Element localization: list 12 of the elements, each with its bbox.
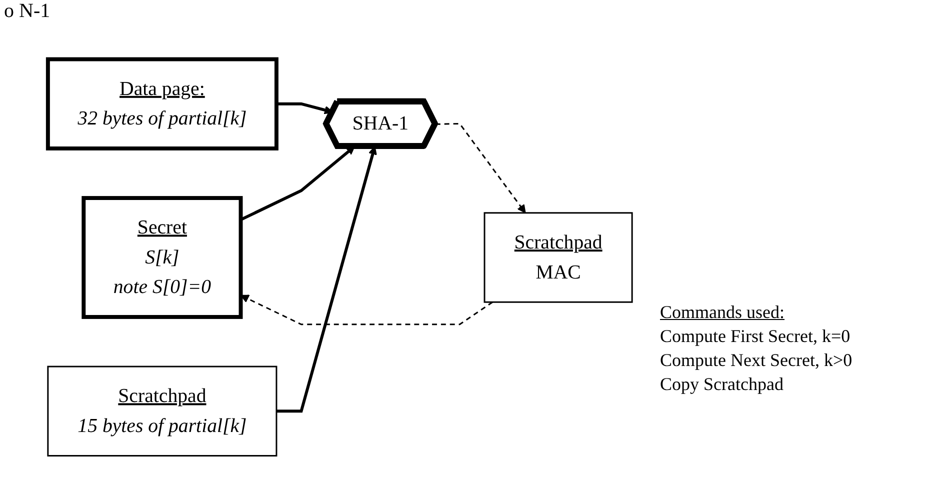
arrow [435, 122, 526, 214]
note-text: o N-1 [4, 0, 50, 23]
command-text: Compute First Secret, k=0 [660, 325, 852, 348]
node-box: Secret S[k] note S[0]=0 [82, 196, 243, 319]
arrow [276, 146, 377, 413]
commands-heading: Commands used: [660, 301, 786, 324]
arrow [276, 102, 333, 114]
command-text: Compute Next Secret, k>0 [660, 349, 852, 372]
node-box: Data page: 32 bytes of partial[k] [46, 57, 278, 150]
node-box: Scratchpad 15 bytes of partial[k] [47, 366, 278, 456]
node-box: Scratchpad MAC [484, 212, 633, 303]
command-text: Copy Scratchpad [660, 373, 784, 396]
